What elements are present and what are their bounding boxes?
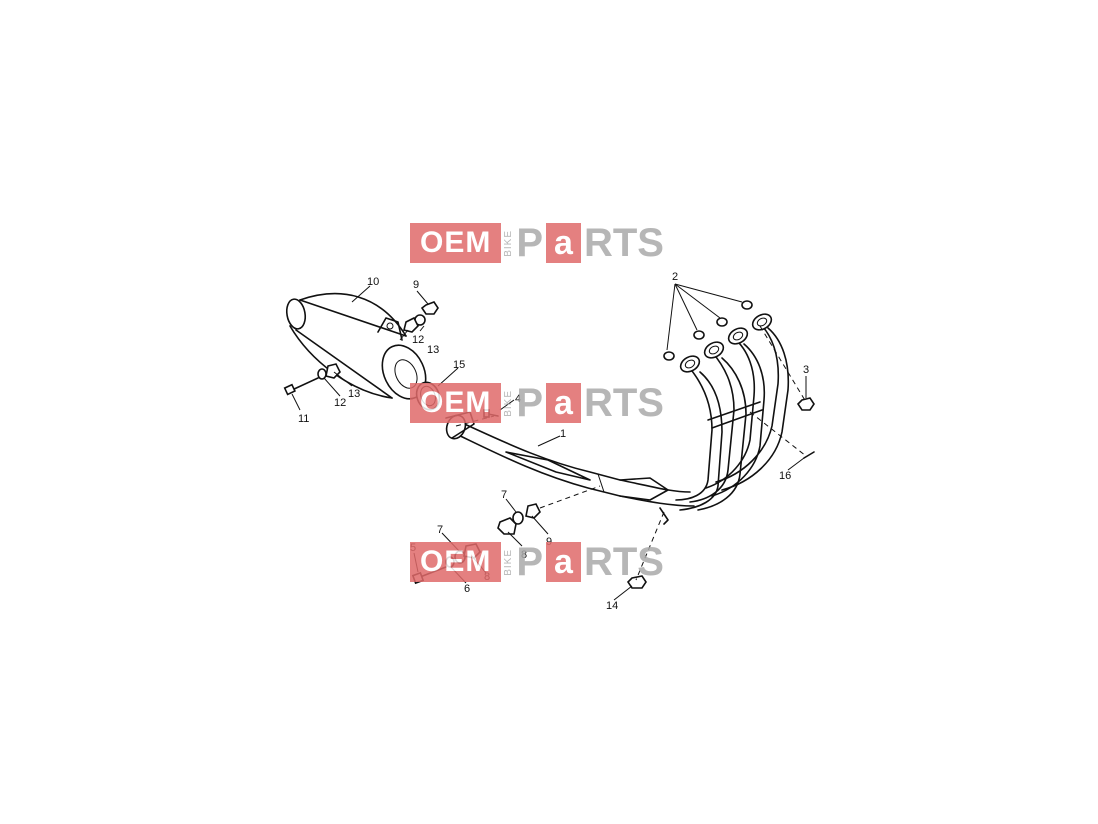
watermark-rts: RTS (583, 381, 664, 425)
watermark-logo-middle: OEM BIKE P a RTS (410, 381, 664, 425)
watermark-logo-top: OEM BIKE P a RTS (410, 221, 664, 265)
watermark-p: P (516, 381, 544, 425)
watermark-logo-bottom: OEM BIKE P a RTS (410, 540, 664, 584)
callout-6: 6 (464, 583, 470, 595)
callout-14: 14 (606, 600, 618, 612)
callout-10: 10 (367, 276, 379, 288)
watermark-oem: OEM (410, 223, 502, 263)
watermark-rts: RTS (583, 540, 664, 584)
callout-8a: 8 (521, 549, 527, 561)
callout-7b: 7 (437, 524, 443, 536)
watermark-p: P (516, 221, 544, 265)
callout-12b: 12 (334, 397, 346, 409)
watermark-a: a (546, 223, 581, 263)
watermark-oem: OEM (410, 383, 502, 423)
callout-13b: 13 (348, 388, 360, 400)
callout-12a: 12 (412, 334, 424, 346)
callout-15: 15 (453, 359, 465, 371)
callout-11: 11 (298, 413, 309, 425)
watermark-bike: BIKE (503, 548, 515, 576)
callout-2: 2 (672, 271, 678, 283)
callout-13a: 13 (427, 344, 439, 356)
exhaust-headers (675, 313, 790, 511)
callout-16: 16 (779, 470, 791, 482)
callout-3: 3 (803, 364, 809, 376)
callout-9a: 9 (413, 279, 419, 291)
watermark-bike: BIKE (503, 389, 515, 417)
watermark-bike: BIKE (503, 229, 515, 257)
callout-4: 4 (515, 393, 521, 405)
watermark-oem: OEM (410, 542, 502, 582)
watermark-rts: RTS (583, 221, 664, 265)
header-gaskets (663, 300, 753, 361)
mid-pipe (445, 411, 695, 525)
watermark-p: P (516, 540, 544, 584)
callout-7a: 7 (501, 489, 507, 501)
callout-1: 1 (560, 428, 566, 440)
watermark-a: a (546, 542, 581, 582)
watermark-a: a (546, 383, 581, 423)
